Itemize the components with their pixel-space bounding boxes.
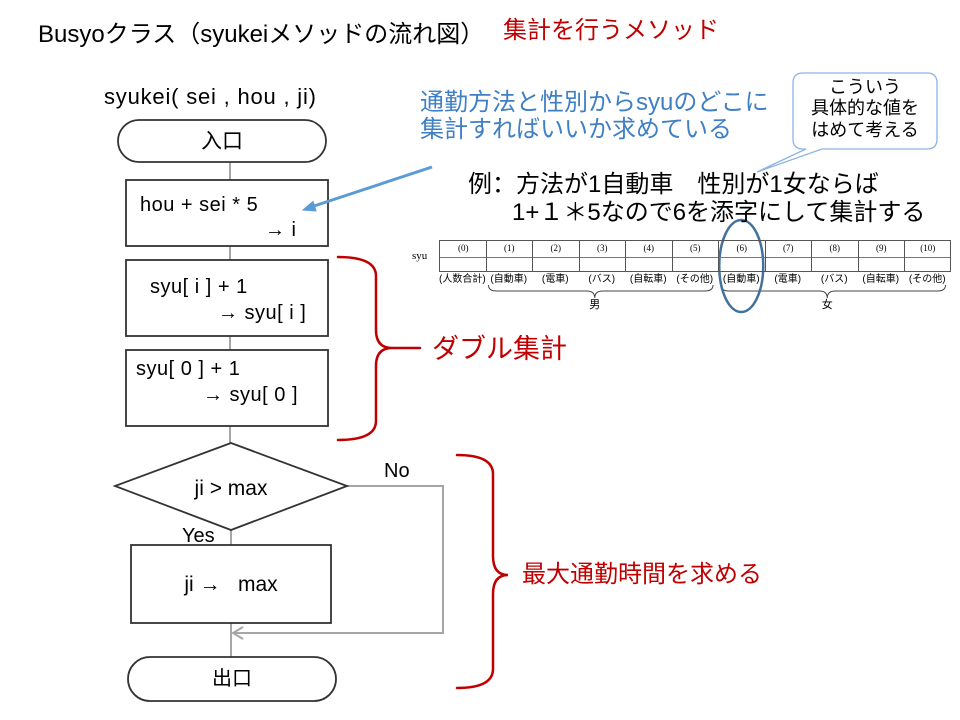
array-cell-9: (9) (857, 241, 905, 271)
array-cell-3: (3) (578, 241, 626, 271)
count-category-expr: syu[ i ] + 1 (150, 276, 248, 298)
count-category-result: → syu[ i ] (218, 302, 307, 324)
array-category-label: (電車) (541, 274, 569, 285)
example-line-1: 例：方法が1自動車 性別が1女ならば (468, 171, 879, 198)
explanation-arrow (301, 165, 433, 212)
group-label: 女 (821, 299, 833, 311)
start-label: 入口 (201, 129, 243, 153)
decision-diamond (112, 442, 350, 531)
slide-title-note: 集計を行うメソッド (503, 17, 719, 44)
array-cell-10: (10) (904, 241, 951, 271)
flow-connectors (229, 162, 444, 657)
syu-array: (0) (1) (2) (3) (4) (5) (6) (7) (8) (9) (10) (439, 240, 951, 272)
slide-title: Busyoクラス（syukeiメソッドの流れ図） (38, 21, 485, 48)
double-count-annotation: ダブル集計 (432, 334, 567, 364)
max-time-brace (455, 453, 509, 690)
group-label: 男 (589, 299, 601, 311)
array-index-label: (8) (829, 243, 841, 253)
end-label: 出口 (212, 668, 252, 690)
array-index-label: (1) (504, 243, 515, 253)
array-category-label: (その他) (676, 274, 714, 285)
process-box-compute-index (125, 179, 329, 247)
group-brace-1 (720, 284, 946, 299)
array-index-label: (10) (920, 243, 936, 253)
array-cell-2: (2) (532, 241, 579, 271)
array-category-label: (自動車) (490, 274, 528, 285)
highlight-ellipse (718, 218, 765, 314)
compute-index-result: → i (265, 219, 297, 241)
array-category-label: (バス) (820, 274, 848, 285)
array-index-label: (2) (550, 243, 562, 253)
group-brace-0 (488, 284, 714, 299)
array-cell-4: (4) (625, 241, 672, 271)
array-index-label: (6) (736, 243, 748, 253)
array-index-label: (9) (876, 243, 887, 253)
array-index-label: (5) (690, 243, 701, 253)
array-category-label: (自転車) (862, 274, 900, 285)
array-cell-7: (7) (764, 241, 812, 271)
array-category-label: (バス) (588, 274, 616, 285)
end-terminal (127, 656, 337, 702)
explanation-line-1: 通勤方法と性別からsyuのどこに (420, 89, 769, 116)
explanation-arrow-shaft (313, 165, 433, 208)
array-index-label: (0) (458, 243, 469, 253)
array-category-label: (自動車) (722, 274, 760, 285)
yes-branch-label: Yes (182, 525, 215, 547)
count-total-result: → syu[ 0 ] (203, 384, 299, 406)
no-branch-label: No (384, 460, 410, 482)
process-box-count-category (125, 259, 329, 337)
explanation-arrowhead (301, 200, 317, 212)
array-category-label: (その他) (908, 274, 946, 285)
array-cell-6: (6) (718, 241, 765, 271)
start-terminal (117, 119, 327, 163)
update-max-label: ji → max (184, 572, 278, 596)
explanation-line-2: 集計すればいいか求めている (420, 116, 732, 143)
array-cell-1: (1) (485, 241, 533, 271)
array-index-label: (3) (597, 243, 608, 253)
callout-line-3: はめて考える (811, 120, 919, 140)
gender-group-braces (488, 284, 946, 299)
array-index-label: (7) (783, 243, 794, 253)
callout-line-1: こういう (829, 77, 901, 97)
no-branch-arrowhead (231, 626, 244, 640)
process-box-count-total (125, 349, 329, 427)
no-branch-line (233, 485, 444, 634)
array-name-label: syu (412, 250, 428, 262)
example-line-2: 1+１＊5なので6を添字にして集計する (512, 199, 926, 226)
max-time-annotation: 最大通勤時間を求める (522, 561, 762, 588)
array-index-label: (4) (643, 243, 655, 253)
process-box-update-max (130, 544, 332, 624)
callout-line-2: 具体的な値を (811, 98, 919, 118)
decision-label: ji > max (194, 476, 268, 500)
method-signature: syukei( sei , hou , ji) (104, 84, 317, 109)
callout-bubble (756, 72, 938, 173)
array-category-label: (電車) (774, 274, 802, 285)
compute-index-expr: hou + sei * 5 (140, 194, 259, 216)
array-row-divider (440, 257, 950, 258)
array-category-label: (人数合計) (439, 274, 486, 285)
array-cell-8: (8) (811, 241, 858, 271)
count-total-expr: syu[ 0 ] + 1 (136, 358, 241, 380)
array-cell-0: (0) (440, 241, 487, 271)
array-cell-5: (5) (671, 241, 719, 271)
array-category-label: (自転車) (629, 274, 667, 285)
annotation-braces (336, 255, 509, 690)
flow-shapes (112, 119, 350, 702)
double-count-brace (336, 255, 422, 442)
